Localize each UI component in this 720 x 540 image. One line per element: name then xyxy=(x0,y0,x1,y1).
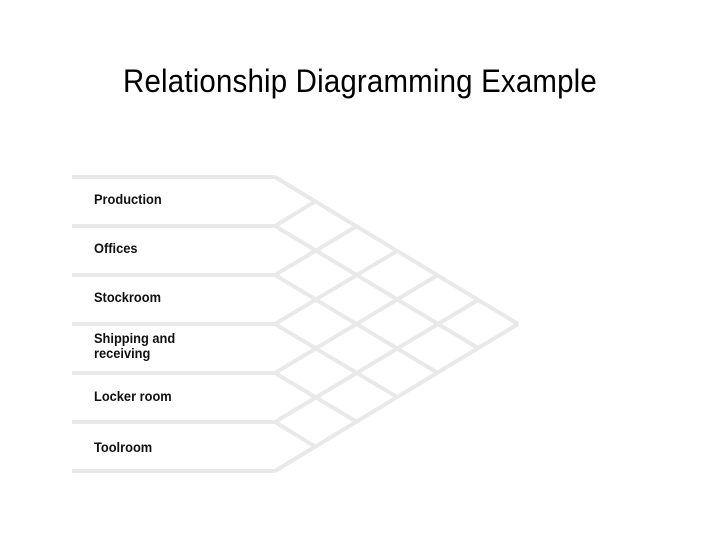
diagonal-up-6 xyxy=(273,199,318,228)
rel-row-label-shipping-and-receiving[interactable]: Shipping and receiving xyxy=(94,331,176,361)
diagonal-down-4 xyxy=(273,322,399,399)
rel-row-label-offices[interactable]: Offices xyxy=(94,241,138,256)
rel-row-label-production[interactable]: Production xyxy=(94,192,162,207)
diagonal-up-4 xyxy=(273,249,399,326)
diagonal-up-1 xyxy=(273,322,520,473)
diagonal-up-5 xyxy=(273,224,359,277)
rel-row-label-toolroom[interactable]: Toolroom xyxy=(94,440,153,455)
lattice-line-group xyxy=(72,175,520,473)
diagonal-down-2 xyxy=(273,224,480,350)
page-title: Relationship Diagramming Example xyxy=(123,63,597,99)
rel-row-label-locker-room[interactable]: Locker room xyxy=(94,389,172,404)
diagonal-up-3 xyxy=(273,273,440,375)
diagonal-down-6 xyxy=(273,420,318,449)
rel-row-label-stockroom[interactable]: Stockroom xyxy=(94,290,161,305)
diagonal-up-2 xyxy=(273,298,480,424)
